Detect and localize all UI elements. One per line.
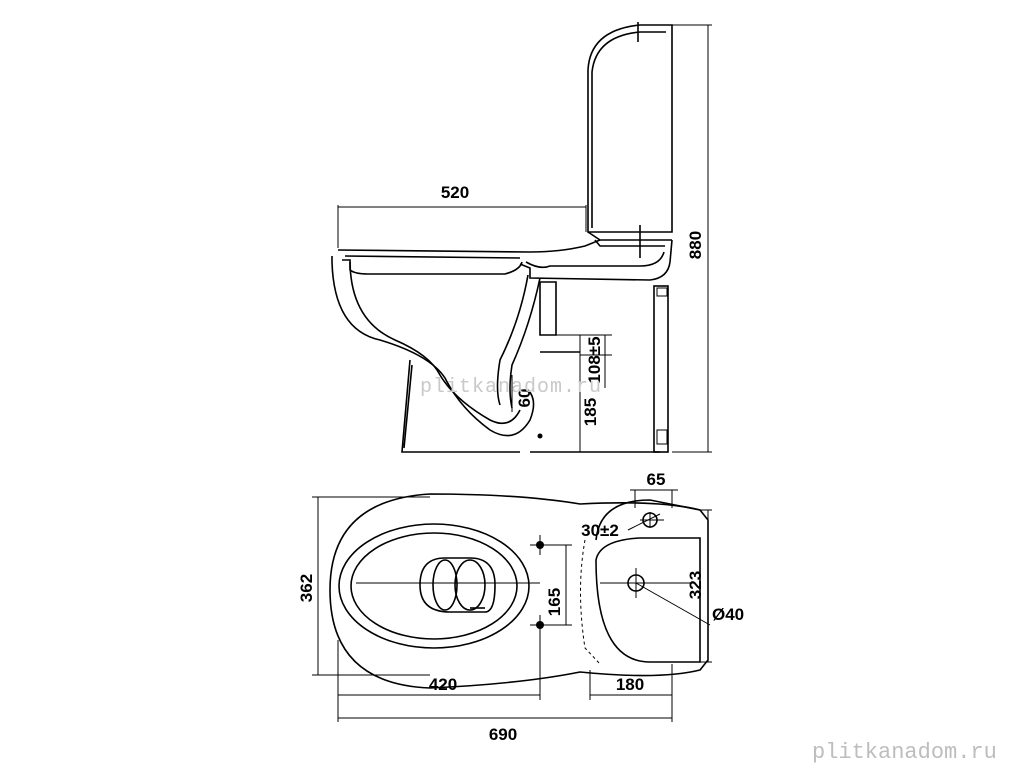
- height-dimension: 880: [686, 231, 705, 259]
- top-outline: [329, 493, 709, 689]
- hole-diameter-dimension: Ø40: [712, 605, 744, 624]
- valve-icon: [627, 512, 664, 531]
- inlet-tolerance-dimension: 30±2: [581, 521, 619, 540]
- outlet-height-dimension: 185: [581, 398, 600, 426]
- width-dimension: 362: [297, 574, 316, 602]
- total-length-dimension: 690: [489, 725, 517, 744]
- length-dimension: 520: [441, 183, 469, 202]
- outlet-offset-dimension: 108±5: [585, 336, 604, 383]
- tank-depth-dimension: 180: [616, 675, 644, 694]
- bowl-top: [338, 523, 530, 649]
- corner-watermark: plitkanadom.ru: [812, 740, 997, 765]
- seat-outline: [337, 239, 601, 253]
- bowl-length-dimension: 420: [429, 675, 457, 694]
- mount-bolt-icon: [530, 535, 550, 555]
- top-view: 65 30±2 362 165 323 Ø40 420 180 690: [297, 470, 744, 744]
- bowl-outline: [331, 256, 535, 437]
- tank-outline: [587, 24, 673, 233]
- outlet-diameter-dimension: 60: [515, 389, 534, 408]
- tank-width-dimension: 323: [686, 571, 705, 599]
- mount-spacing-dimension: 165: [545, 588, 564, 616]
- inlet-hole-icon: [600, 568, 711, 626]
- center-watermark: plitkanadom.ru: [420, 376, 602, 399]
- side-view: 520 880 108±5 185 60: [331, 22, 712, 453]
- inlet-offset-dimension: 65: [647, 470, 666, 489]
